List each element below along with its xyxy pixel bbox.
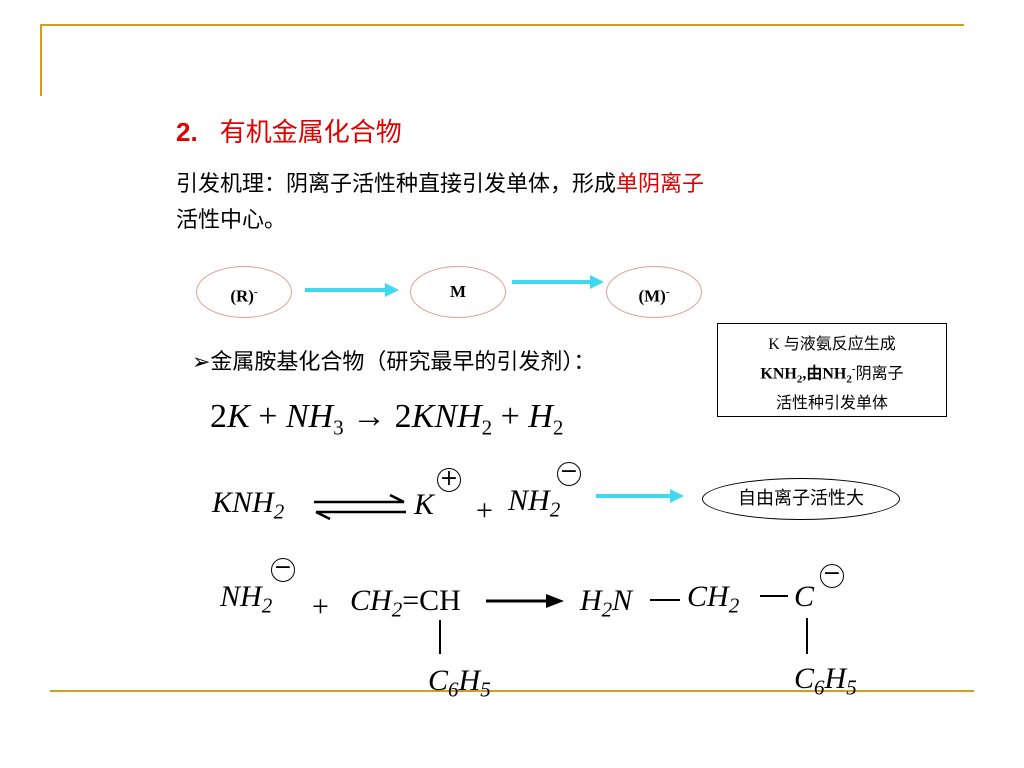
eq2-plus: + (476, 494, 493, 527)
bond-c-phenyl (806, 618, 808, 654)
eq3-negative-charge-icon: − (271, 557, 295, 582)
phenyl-right: C6H5 (794, 662, 857, 700)
eq3-arrow (486, 594, 564, 608)
mechanism-paragraph: 引发机理：阴离子活性种直接引发单体，形成单阴离子 (176, 168, 876, 202)
title-text: 有机金属化合物 (219, 118, 402, 148)
positive-charge-icon: + (437, 468, 461, 492)
eq3-product-ch2: CH2 (687, 580, 740, 618)
bond-ch2-c (760, 595, 788, 597)
eq2-lhs: KNH2 (212, 486, 285, 524)
left-rule (40, 24, 42, 96)
flow-node-m: M (410, 266, 506, 318)
slide-title: 2. 有机金属化合物 (176, 112, 402, 149)
bond-ch-phenyl (439, 620, 441, 654)
bond-n-ch2 (650, 599, 680, 601)
eq3-styrene: CH2=CH (350, 584, 461, 622)
flow-node-m-anion: (M)- (606, 266, 702, 318)
eq2-k: K (414, 488, 435, 521)
phenyl-left: C6H5 (428, 664, 491, 702)
equilibrium-arrows (314, 494, 406, 520)
free-ion-note: 自由离子活性大 (702, 478, 900, 520)
title-number: 2. (176, 117, 198, 147)
note-line1: K 与液氨反应生成 (768, 336, 896, 353)
flow-arrow-1 (305, 283, 399, 297)
para-line1: 引发机理：阴离子活性种直接引发单体，形成 (176, 172, 617, 197)
carbanion-charge-icon: − (820, 563, 844, 588)
eq2-nh2: NH2 (508, 484, 561, 522)
equation-1: 2K + NH3 → 2KNH2 + H2 (210, 398, 564, 440)
negative-charge-icon: − (557, 461, 581, 486)
bullet-amide-compounds: ➢金属胺基化合物（研究最早的引发剂）： (192, 350, 596, 375)
flow-node-r: (R)- (196, 266, 292, 318)
bottom-rule (50, 690, 974, 692)
note-line2: KNH2,由NH2-阴离子 (760, 363, 904, 386)
mechanism-paragraph-line2: 活性中心。 (176, 204, 876, 238)
top-rule (40, 24, 964, 26)
eq3-carbanion: C (794, 580, 815, 613)
para-line2: 活性中心。 (176, 208, 287, 233)
eq3-plus: + (312, 590, 329, 623)
eq3-h2n: H2N (580, 584, 633, 622)
note-box: K 与液氨反应生成 KNH2,由NH2-阴离子 活性种引发单体 (717, 323, 947, 417)
note-line3: 活性种引发单体 (775, 394, 888, 412)
eq3-nh2: NH2 (220, 580, 273, 618)
para-highlight: 单阴离子 (616, 172, 705, 197)
eq2-arrow (596, 489, 684, 503)
flow-arrow-2 (512, 275, 604, 289)
